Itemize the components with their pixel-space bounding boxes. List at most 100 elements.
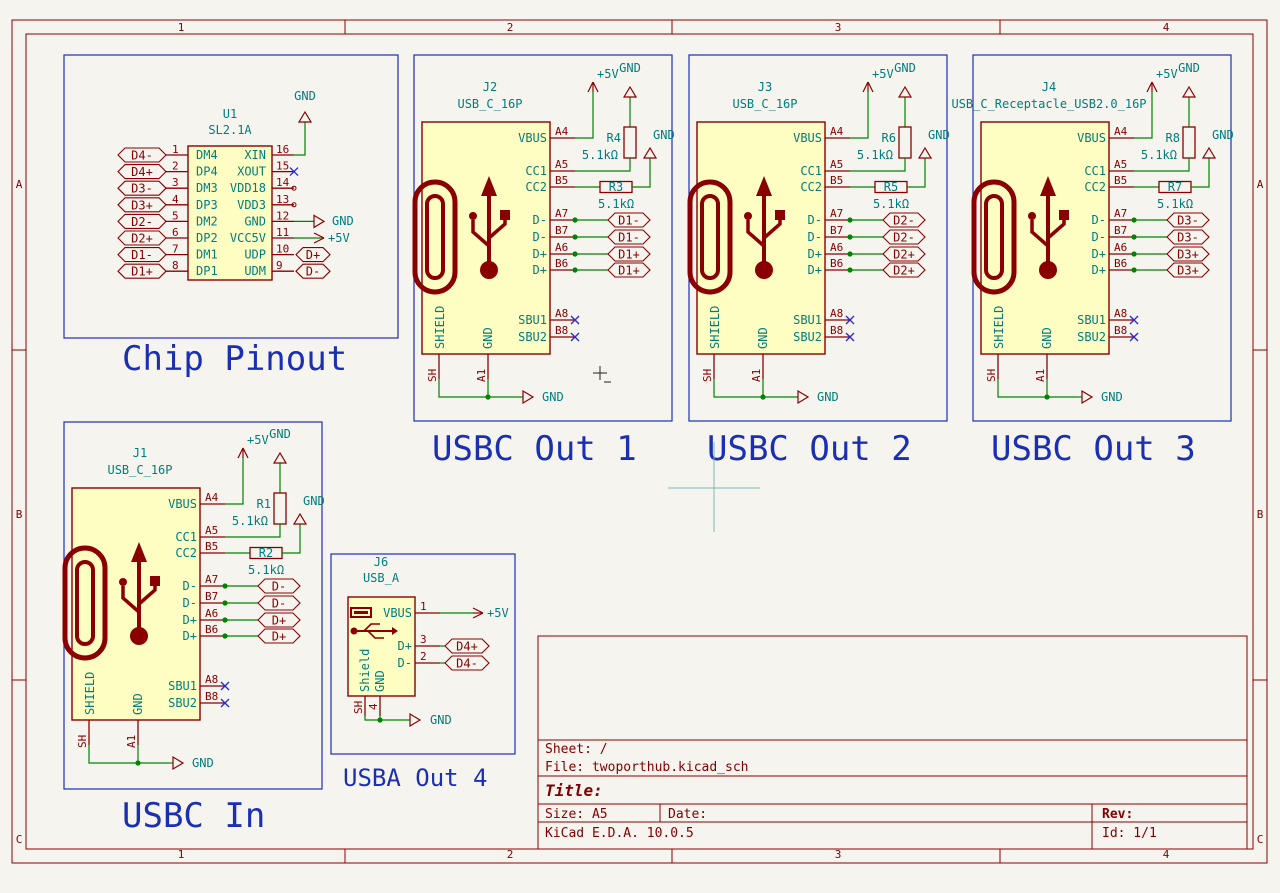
junction-dot [847,217,853,223]
resistor-ref: R4 [607,131,621,145]
pin-number: A4 [205,491,219,504]
pin-number: 4 [172,193,179,206]
trident-left [746,220,766,248]
usb-logo-icon [687,176,785,295]
group-titles: Chip Pinout USBC Out 1 USBC Out 2 USBC O… [122,339,1196,836]
trident-arrow [1040,176,1056,196]
pin-number: A4 [1114,125,1128,138]
gnd-symbol-icon [313,214,326,229]
row-label-a: A [16,178,23,191]
net-label: D2+ [882,246,926,262]
net-label-shape [117,230,167,246]
gnd-label: GND [430,713,452,727]
cc2-gnd-wire [632,158,651,188]
resistor-value: 5.1kΩ [873,197,909,211]
usb-c-receptacle-inner [425,194,445,280]
net-label-shape [444,638,490,654]
usb-logo-icon [62,542,160,661]
net-label: D1+ [607,246,651,262]
gnd-triangle [622,85,638,98]
net-label-shape [1166,262,1210,278]
pin-number: SH [426,369,439,382]
pin-name: GND [1040,327,1054,349]
net-label: D1- [117,247,167,263]
resistor-value: 5.1kΩ [598,197,634,211]
pin-number: B6 [830,257,843,270]
gnd-symbol-icon [522,389,535,405]
gnd-label: GND [542,390,564,404]
pin-number: A5 [830,158,843,171]
usb-logo-icon [971,176,1069,295]
title-block-id: Id: 1/1 [1102,826,1157,841]
net-label-text: D4+ [456,640,478,654]
pin-name: VBUS [383,606,412,620]
gnd-label: GND [269,427,291,441]
resistor-ref: R1 [257,497,271,511]
trident-right-square [150,576,160,586]
pin-number: A7 [1114,207,1127,220]
trident-right-square [1059,210,1069,220]
net-label-text: D- [306,265,320,279]
arrow-head [867,81,874,93]
pin-name: VBUS [1077,131,1106,145]
connector-value: USB_C_16P [107,463,172,477]
pin-name: CC2 [800,180,822,194]
pin-name: D+ [183,629,197,643]
net-label-text: D1- [618,231,640,245]
chip-ref: U1 [223,107,237,121]
pin-name: XIN [244,148,266,162]
connector-ref: J1 [133,446,147,460]
pin-number: 14 [276,176,290,189]
row-label-b-right: B [1257,508,1264,521]
pin-number: B7 [205,590,218,603]
group-title-in: USBC In [122,796,265,836]
gnd-label: GND [1101,390,1123,404]
usb-a-plug [350,607,372,618]
net-label: D2- [117,213,167,229]
gnd-triangle [172,755,185,771]
no-connect-icon [1129,315,1139,325]
pin-name: VDD3 [237,198,266,212]
gnd-symbol-icon [1081,389,1094,405]
pin-name: CC2 [525,180,547,194]
vcc-label: +5V [247,433,269,447]
row-label-a-right: A [1257,178,1264,191]
net-label-text: D3+ [131,198,153,212]
plus5v-arrow-icon [313,232,325,244]
resistor-ref: R6 [882,131,896,145]
pin-number: A6 [1114,241,1127,254]
pin-number: B7 [555,224,568,237]
gnd-triangle [1201,146,1217,159]
pin-name: D- [1092,230,1106,244]
no-connect-stroke [570,332,580,342]
net-label-text: D4- [456,657,478,671]
usb-c-receptacle-outline [412,179,458,295]
net-label-text: D- [272,597,286,611]
no-connect-stroke [289,167,299,177]
connector-value: USB_C_Receptacle_USB2.0_16P [951,97,1146,111]
pin-name: GND [373,670,387,692]
net-label: D1- [607,212,651,228]
pin-name: SBU1 [518,313,547,327]
net-label: D2- [882,212,926,228]
trident-base [755,261,773,279]
junction-dot [485,394,491,400]
gnd-triangle [297,110,313,123]
ground-wire [88,745,168,764]
junction-dot [1044,394,1050,400]
row-label-c-right: C [1257,833,1264,846]
gnd-symbol-icon [409,712,422,728]
net-label-text: D2+ [893,248,915,262]
pin-number: A1 [125,735,138,748]
resistor-value: 5.1kΩ [1141,148,1177,162]
usb-a-branch [363,623,380,632]
junction-dot [1131,251,1137,257]
net-label-shape [257,612,301,628]
cc2-gnd-wire [907,158,926,188]
net-label-shape [117,164,167,180]
